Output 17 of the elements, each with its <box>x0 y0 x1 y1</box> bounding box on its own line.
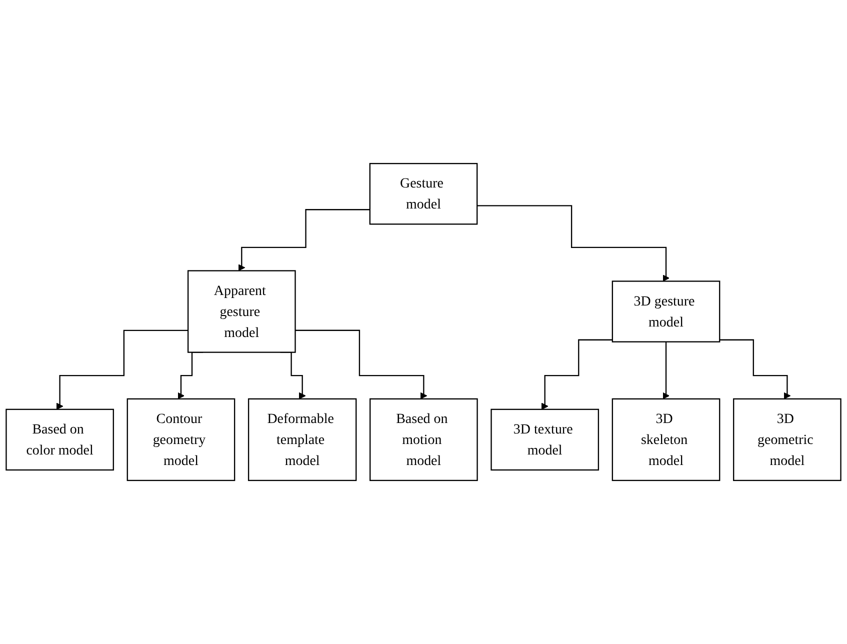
node-box: 3D gesture model <box>612 280 720 342</box>
node-box: 3D texture model <box>490 408 600 471</box>
arrow <box>477 205 670 282</box>
node-box: 3D geometric model <box>733 398 842 482</box>
node-box: Based on motion model <box>370 398 478 482</box>
arrow <box>56 330 188 410</box>
arrow <box>295 330 428 400</box>
node-box: Apparent gesture model <box>187 270 296 353</box>
arrow <box>720 339 791 400</box>
node-box: Contour geometry model <box>126 398 236 482</box>
arrow <box>238 209 370 272</box>
node-box: Deformable template model <box>248 398 357 482</box>
node-box: 3D skeleton model <box>612 398 720 482</box>
node-box: Gesture model <box>369 162 478 225</box>
arrow <box>662 341 670 400</box>
arrow <box>541 339 612 410</box>
node-box: Based on color model <box>6 408 114 471</box>
